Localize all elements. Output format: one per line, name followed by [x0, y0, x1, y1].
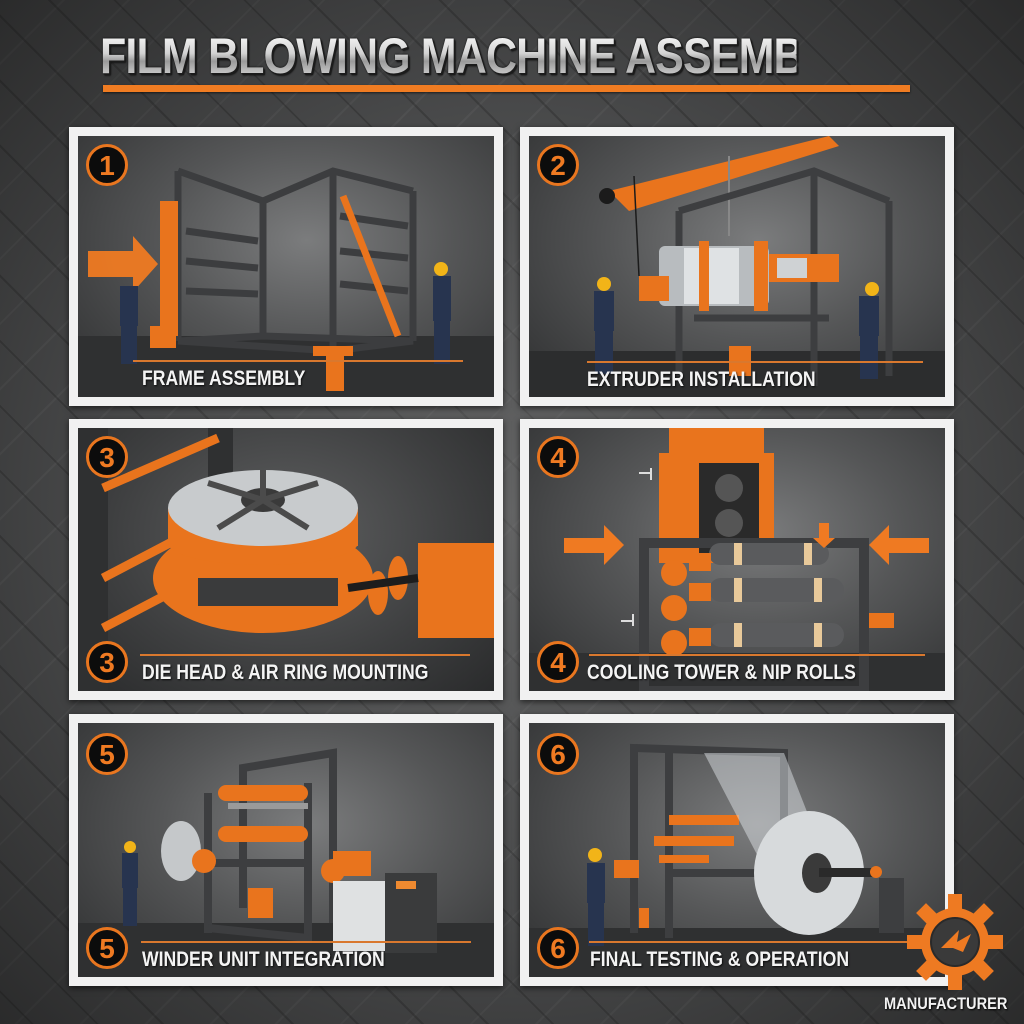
caption-number-badge: 4: [537, 641, 579, 683]
caption-divider: [589, 941, 919, 943]
caption-divider: [133, 360, 463, 362]
step-number: 2: [550, 150, 566, 181]
step-caption: COOLING TOWER & NIP ROLLS: [587, 661, 856, 684]
step-6-illustration: 6 6 FINAL TESTING & OPERATION: [529, 723, 945, 977]
caption-divider: [140, 654, 470, 656]
die-head-icon: [78, 428, 494, 691]
gear-icon: [907, 894, 1003, 990]
caption-number-badge: 3: [86, 641, 128, 683]
step-panel-2: 2 EXTRUDER INSTALLATION: [520, 127, 954, 406]
step-number: 6: [550, 739, 566, 770]
step-number: 1: [99, 150, 115, 181]
caption-step-number: 6: [550, 933, 566, 964]
step-caption: EXTRUDER INSTALLATION: [587, 368, 816, 391]
step-panel-5: 5 5 WINDER UNIT INTEGRATION: [69, 714, 503, 986]
caption-step-number: 5: [99, 933, 115, 964]
title-underline: [103, 85, 910, 92]
step-caption: DIE HEAD & AIR RING MOUNTING: [142, 661, 429, 684]
step-caption: WINDER UNIT INTEGRATION: [142, 948, 385, 971]
caption-number-badge: 6: [537, 927, 579, 969]
step-3-illustration: 3 3 DIE HEAD & AIR RING MOUNTING: [78, 428, 494, 691]
step-1-illustration: 1 FRAME ASSEMBLY: [78, 136, 494, 397]
page-title: FILM BLOWING MACHINE ASSEMBLY: [100, 28, 854, 84]
caption-divider: [589, 654, 925, 656]
step-4-illustration: 4 4 COOLING TOWER & NIP ROLLS: [529, 428, 945, 691]
step-number-badge: 6: [537, 733, 579, 775]
step-2-illustration: 2 EXTRUDER INSTALLATION: [529, 136, 945, 397]
step-number-badge: 2: [537, 144, 579, 186]
winder-unit-icon: [78, 748, 494, 977]
final-testing-icon: [529, 743, 945, 977]
step-number: 4: [550, 442, 566, 473]
step-number-badge: 3: [86, 436, 128, 478]
step-panel-3: 3 3 DIE HEAD & AIR RING MOUNTING: [69, 419, 503, 700]
frame-assembly-icon: [78, 167, 494, 397]
extruder-installation-icon: [529, 136, 945, 397]
step-number-badge: 5: [86, 733, 128, 775]
step-caption: FRAME ASSEMBLY: [142, 367, 306, 390]
step-number-badge: 4: [537, 436, 579, 478]
step-panel-1: 1 FRAME ASSEMBLY: [69, 127, 503, 406]
caption-step-number: 3: [99, 647, 115, 678]
step-number: 5: [99, 739, 115, 770]
step-caption: FINAL TESTING & OPERATION: [590, 948, 850, 971]
manufacturer-label: MANUFACTURER: [884, 994, 1008, 1013]
step-panel-6: 6 6 FINAL TESTING & OPERATION: [520, 714, 954, 986]
cooling-tower-icon: [529, 428, 945, 691]
step-panel-4: 4 4 COOLING TOWER & NIP ROLLS: [520, 419, 954, 700]
caption-step-number: 4: [550, 647, 566, 678]
caption-divider: [141, 941, 471, 943]
step-number-badge: 1: [86, 144, 128, 186]
step-number: 3: [99, 442, 115, 473]
step-5-illustration: 5 5 WINDER UNIT INTEGRATION: [78, 723, 494, 977]
caption-number-badge: 5: [86, 927, 128, 969]
caption-divider: [587, 361, 923, 363]
